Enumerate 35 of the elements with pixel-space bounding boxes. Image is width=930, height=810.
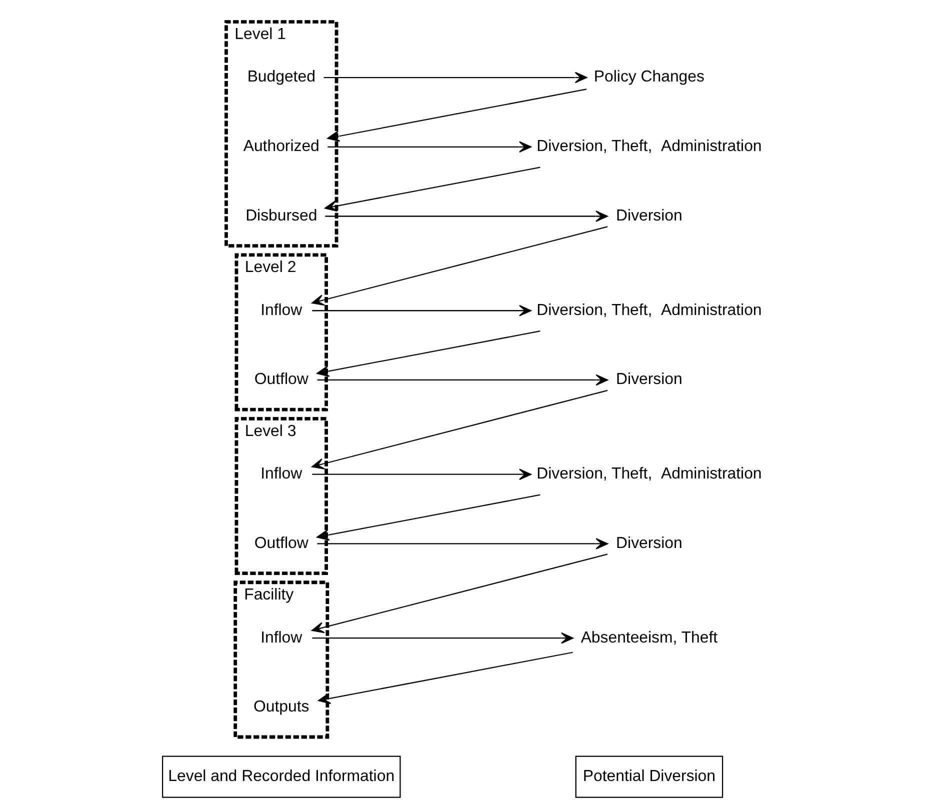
arrow bbox=[312, 554, 608, 634]
node-box: Potential Diversion bbox=[575, 756, 724, 798]
node-text: Absenteeism, Theft bbox=[580, 629, 718, 646]
node-text: Inflow bbox=[260, 302, 302, 319]
node-text: Diversion bbox=[616, 371, 682, 388]
node-text: Authorized bbox=[243, 138, 320, 156]
node-text: Budgeted bbox=[247, 68, 316, 86]
node-text: Diversion bbox=[616, 207, 682, 224]
node-text: Inflow bbox=[260, 466, 302, 483]
node-text: Outputs bbox=[254, 698, 310, 716]
arrow bbox=[317, 374, 608, 386]
node-text: Diversion, Theft, Administration bbox=[536, 302, 762, 319]
arrow bbox=[327, 88, 587, 142]
node-text: Outflow bbox=[254, 534, 308, 552]
node-text: Policy Changes bbox=[594, 68, 704, 86]
node-box: Level and Recorded Information bbox=[162, 756, 401, 798]
arrow bbox=[312, 468, 532, 480]
node-text: Diversion bbox=[616, 534, 682, 552]
arrow bbox=[312, 304, 532, 316]
node-text: Diversion, Theft, Administration bbox=[536, 138, 762, 156]
node-text: Outflow bbox=[254, 371, 308, 388]
node-text: Disbursed bbox=[246, 207, 318, 224]
node-text: Inflow bbox=[260, 629, 302, 646]
arrow bbox=[324, 166, 540, 212]
arrow bbox=[318, 652, 573, 704]
arrow bbox=[312, 390, 608, 470]
arrow bbox=[325, 210, 608, 222]
arrow bbox=[317, 538, 608, 550]
arrow bbox=[316, 494, 540, 541]
node-text: Diversion, Theft, Administration bbox=[536, 466, 762, 483]
arrow bbox=[328, 141, 532, 153]
arrow bbox=[312, 632, 574, 644]
arrow bbox=[312, 226, 608, 306]
arrow bbox=[316, 330, 540, 377]
arrow bbox=[324, 72, 588, 84]
